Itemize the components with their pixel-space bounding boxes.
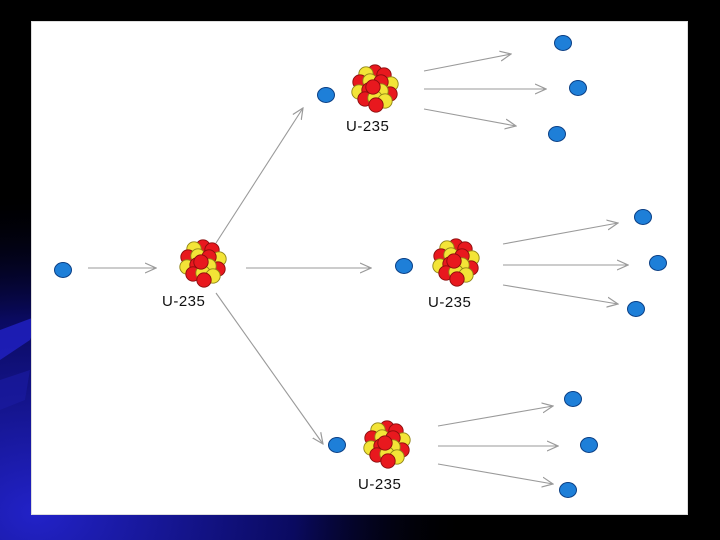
proton-ball-icon bbox=[378, 436, 392, 450]
proton-ball-icon bbox=[369, 98, 383, 112]
arrow-2-icon bbox=[216, 108, 303, 243]
proton-ball-icon bbox=[194, 255, 208, 269]
neutron-3-icon bbox=[396, 259, 413, 274]
arrow-4-icon bbox=[216, 293, 323, 444]
nucleus-middle-cluster-icon bbox=[433, 239, 479, 286]
proton-ball-icon bbox=[447, 254, 461, 268]
neutron-8-icon bbox=[635, 210, 652, 225]
nuclei-layer bbox=[180, 65, 479, 468]
arrow-7-icon bbox=[424, 109, 516, 126]
arrow-13-icon bbox=[438, 464, 553, 484]
proton-ball-icon bbox=[366, 80, 380, 94]
neutron-1-icon bbox=[55, 263, 72, 278]
neutron-4-icon bbox=[329, 438, 346, 453]
nucleus-bottom-cluster-icon bbox=[364, 421, 410, 468]
neutron-12-icon bbox=[581, 438, 598, 453]
proton-ball-icon bbox=[381, 454, 395, 468]
neutron-2-icon bbox=[318, 88, 335, 103]
neutron-7-icon bbox=[549, 127, 566, 142]
neutron-9-icon bbox=[650, 256, 667, 271]
nucleus-label-bottom: U-235 bbox=[358, 476, 401, 493]
arrow-11-icon bbox=[438, 406, 553, 426]
neutron-6-icon bbox=[570, 81, 587, 96]
nucleus-label-middle: U-235 bbox=[428, 294, 471, 311]
neutron-11-icon bbox=[565, 392, 582, 407]
arrow-5-icon bbox=[424, 54, 511, 71]
proton-ball-icon bbox=[197, 273, 211, 287]
arrow-10-icon bbox=[503, 285, 618, 304]
neutron-10-icon bbox=[628, 302, 645, 317]
nucleus-label-initial: U-235 bbox=[162, 293, 205, 310]
arrow-8-icon bbox=[503, 223, 618, 244]
fission-chain-diagram bbox=[31, 21, 688, 515]
proton-ball-icon bbox=[450, 272, 464, 286]
neutron-5-icon bbox=[555, 36, 572, 51]
nucleus-initial-cluster-icon bbox=[180, 240, 226, 287]
nucleus-top-cluster-icon bbox=[352, 65, 398, 112]
neutron-13-icon bbox=[560, 483, 577, 498]
nucleus-label-top: U-235 bbox=[346, 118, 389, 135]
diagram-panel: U-235 U-235 U-235 U-235 bbox=[31, 21, 688, 515]
